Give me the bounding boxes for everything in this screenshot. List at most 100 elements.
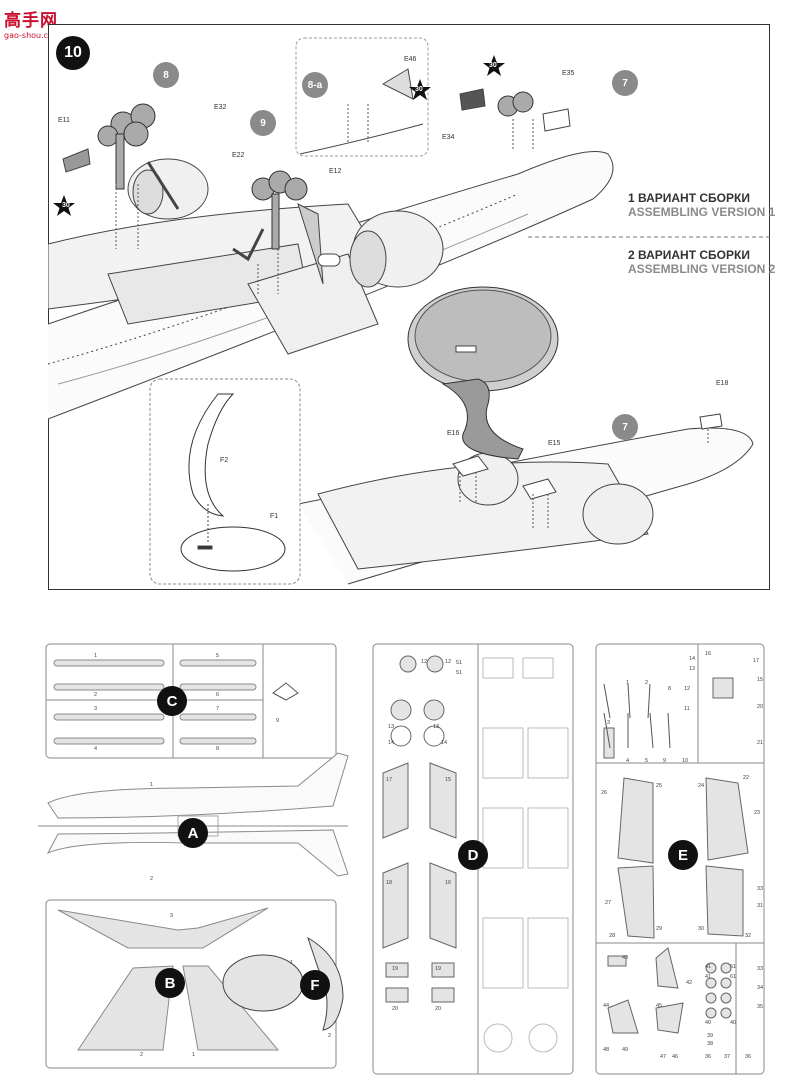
part-number: 3 <box>607 720 611 726</box>
part-number: 1 <box>290 960 294 966</box>
part-label-f2: F2 <box>220 457 229 464</box>
part-number: 32 <box>745 933 752 939</box>
part-number: 1 <box>192 1052 196 1058</box>
part-number: 24 <box>698 783 705 789</box>
part-number: 6 <box>216 692 220 698</box>
part-number: 40 <box>705 1020 712 1026</box>
callout-9: 9 <box>250 110 276 136</box>
part-number: 23 <box>754 810 761 816</box>
star-icon <box>483 55 505 76</box>
star-label: 30 <box>62 202 70 209</box>
part-number: 15 <box>445 777 452 783</box>
part-number: 37 <box>724 1054 731 1060</box>
part-number: 40 <box>730 1020 737 1026</box>
assembly-illustration <box>48 37 770 585</box>
part-number: 8 <box>668 686 672 692</box>
version-2-en: ASSEMBLING VERSION 2 <box>628 262 776 276</box>
part-number: 26 <box>601 790 608 796</box>
part-number: 3 <box>94 706 98 712</box>
part-number: 48 <box>603 1047 610 1053</box>
part-number: 20 <box>435 1006 442 1012</box>
part-number: 22 <box>743 775 750 781</box>
part-number: 14 <box>441 740 448 746</box>
version-1-en: ASSEMBLING VERSION 1 <box>628 205 776 219</box>
part-label-e22: E22 <box>232 152 245 159</box>
part-label-e15: E15 <box>548 440 561 447</box>
part-number: 34 <box>757 985 764 991</box>
part-number: 47 <box>660 1054 667 1060</box>
sprue-b-letter: B <box>155 968 185 998</box>
sprue-f-letter: F <box>300 970 330 1000</box>
part-number: 9 <box>276 718 280 724</box>
part-number: 35 <box>757 1004 764 1010</box>
part-number: 2 <box>140 1052 144 1058</box>
step-number-badge: 10 <box>56 36 90 70</box>
version-1-ru: 1 ВАРИАНТ СБОРКИ <box>628 191 750 205</box>
part-number: 15 <box>757 677 764 683</box>
part-number: 25 <box>656 783 663 789</box>
watermark-url: gao-shou.com <box>4 31 61 40</box>
part-label-e16: E16 <box>447 430 460 437</box>
part-number: 2 <box>328 1033 332 1039</box>
part-number: 21 <box>757 740 764 746</box>
part-number: 46 <box>672 1054 679 1060</box>
part-number: 19 <box>392 966 399 972</box>
part-number: 17 <box>386 777 393 783</box>
star-label: 30 <box>415 86 423 93</box>
sprue-c-letter: C <box>157 686 187 716</box>
part-number: 20 <box>757 704 764 710</box>
part-number: 28 <box>609 933 616 939</box>
part-number: 36 <box>705 1054 712 1060</box>
part-number: 2 <box>150 876 154 882</box>
part-number: 9 <box>663 758 667 764</box>
part-number: 27 <box>605 900 612 906</box>
callout-7-top: 7 <box>612 70 638 96</box>
part-label-f1: F1 <box>270 513 279 520</box>
part-number: 13 <box>388 724 395 730</box>
part-number: 33 <box>757 966 764 972</box>
part-number: 8 <box>216 746 220 752</box>
part-number: 1 <box>150 782 154 788</box>
star-icon <box>409 79 431 100</box>
part-number: 2 <box>645 680 649 686</box>
version-2-ru: 2 ВАРИАНТ СБОРКИ <box>628 248 750 262</box>
part-number: 13 <box>433 724 440 730</box>
part-number: 5 <box>645 758 649 764</box>
part-number: 1 <box>626 680 630 686</box>
part-number: 39 <box>707 1033 714 1039</box>
part-label-e46: E46 <box>404 56 417 63</box>
part-label-e34: E34 <box>442 134 455 141</box>
part-number: 1 <box>94 653 98 659</box>
part-label-e11: E11 <box>58 117 70 124</box>
part-number: 49 <box>622 1047 629 1053</box>
part-number: 45 <box>656 1003 663 1009</box>
part-number: 38 <box>707 1041 714 1047</box>
part-number: 2 <box>94 692 98 698</box>
part-number: 14 <box>689 656 696 662</box>
sprue-d-letter: D <box>458 840 488 870</box>
part-label-e12: E12 <box>329 168 342 175</box>
sprue-a-letter: A <box>178 818 208 848</box>
part-number: 17 <box>753 658 760 664</box>
part-number: 43 <box>622 955 629 961</box>
star-label: 30 <box>489 62 497 69</box>
callout-8: 8 <box>153 62 179 88</box>
part-number: 7 <box>216 706 220 712</box>
part-number: 12 <box>445 659 452 665</box>
callout-7-bottom: 7 <box>612 414 638 440</box>
part-number: 33 <box>757 886 764 892</box>
part-number: 16 <box>705 651 712 657</box>
part-number: 44 <box>603 1003 610 1009</box>
part-number: 12 <box>684 686 691 692</box>
part-number: 51 <box>456 660 463 666</box>
part-number: 4 <box>94 746 98 752</box>
part-number: 3 <box>170 913 174 919</box>
part-number: 19 <box>435 966 442 972</box>
part-number: 41 <box>705 974 712 980</box>
part-label-e18: E18 <box>716 380 729 387</box>
callout-8a: 8-а <box>302 72 328 98</box>
part-number: 16 <box>445 880 452 886</box>
part-label-e32: E32 <box>214 104 227 111</box>
part-number: 14 <box>388 740 395 746</box>
part-number: 42 <box>686 980 693 986</box>
